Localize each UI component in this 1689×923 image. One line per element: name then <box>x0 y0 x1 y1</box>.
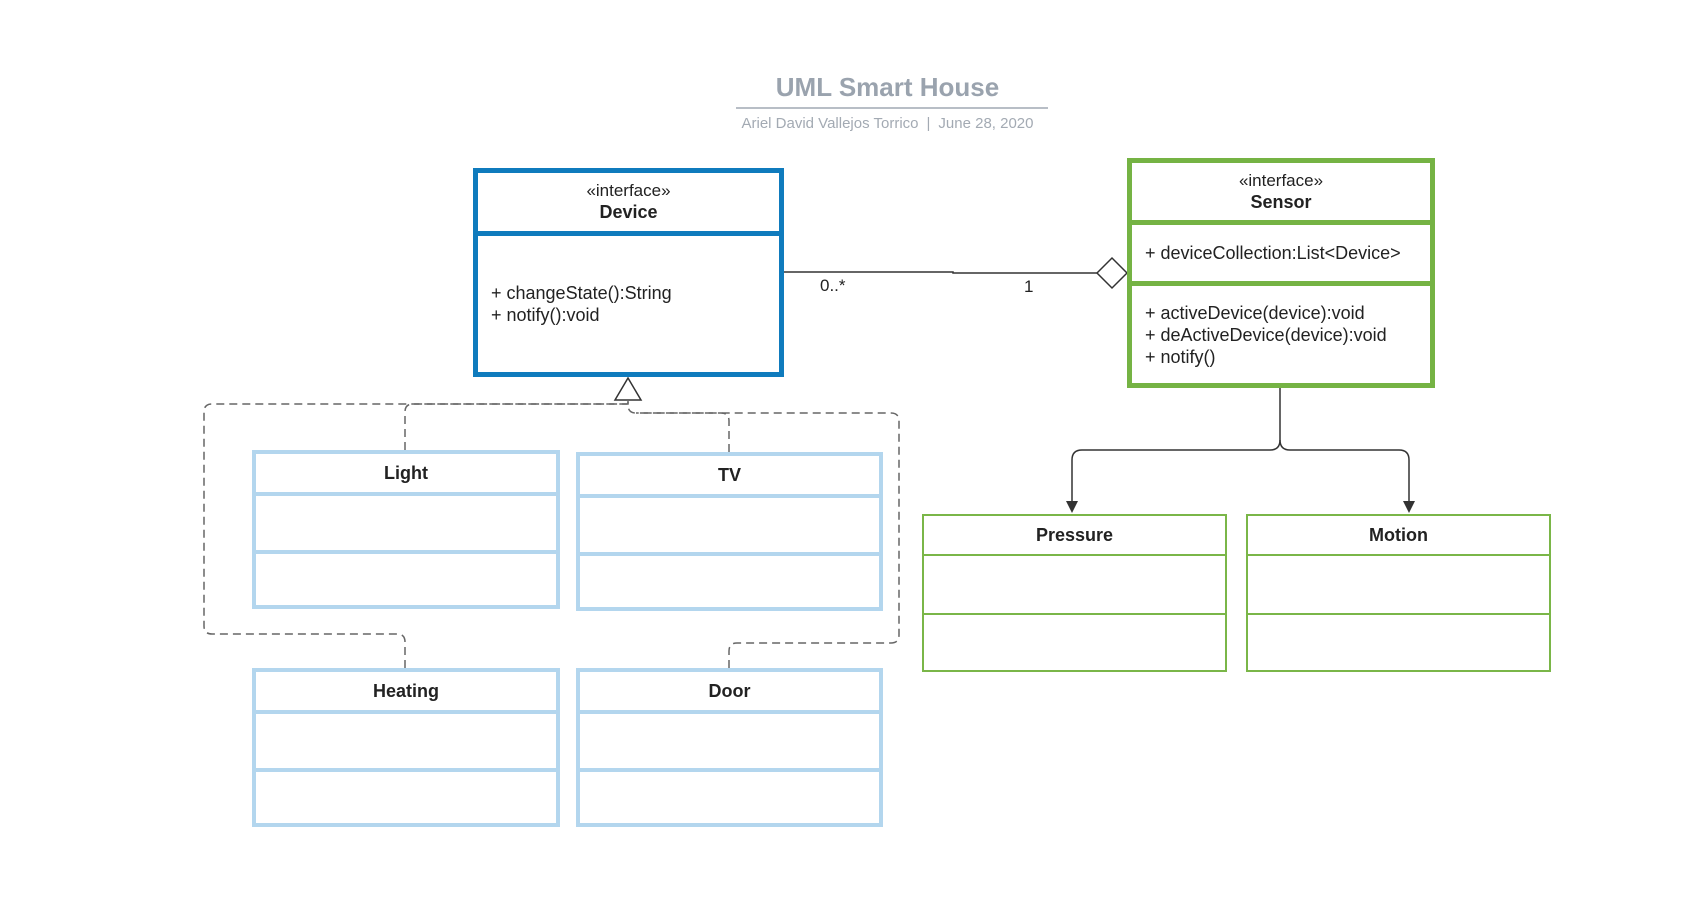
class-heating-header: Heating <box>256 672 556 710</box>
subtitle-separator: | <box>926 115 931 132</box>
class-door-header: Door <box>580 672 879 710</box>
class-motion-name: Motion <box>1369 525 1428 545</box>
class-motion-methods <box>1248 613 1549 670</box>
class-motion-header: Motion <box>1248 516 1549 554</box>
class-heating-methods <box>256 768 556 823</box>
class-light-methods <box>256 550 556 605</box>
class-sensor-stereotype: «interface» <box>1238 170 1324 190</box>
diagram-date: June 28, 2020 <box>938 115 1034 132</box>
realization-door <box>636 412 900 668</box>
class-device-method: + notify():void <box>491 305 600 325</box>
class-tv[interactable]: TV <box>576 452 883 611</box>
class-tv-name: TV <box>717 465 741 485</box>
diagram-title: UML Smart House <box>775 72 1000 102</box>
sensor-to-pressure <box>1066 388 1281 513</box>
class-sensor-attributes: + deviceCollection:List<Device> <box>1132 220 1430 281</box>
class-heating-name: Heating <box>372 681 439 701</box>
class-tv-methods <box>580 552 879 607</box>
class-pressure-methods <box>924 613 1225 670</box>
class-device-stereotype: «interface» <box>586 181 671 200</box>
class-sensor-method: + notify() <box>1145 346 1216 367</box>
class-door[interactable]: Door <box>576 668 883 827</box>
class-sensor[interactable]: «interface» Sensor + deviceCollection:Li… <box>1127 158 1435 388</box>
realization-light <box>404 400 629 450</box>
title-underline <box>736 107 1048 109</box>
class-pressure-name: Pressure <box>1035 525 1114 545</box>
sensor-to-motion <box>1279 439 1415 513</box>
class-pressure-header: Pressure <box>924 516 1225 554</box>
class-device-name: Device <box>599 202 658 222</box>
class-heating[interactable]: Heating <box>252 668 560 827</box>
class-device[interactable]: «interface» Device + changeState():Strin… <box>473 168 784 377</box>
multiplicity-sensor: 1 <box>1024 277 1034 296</box>
class-motion-attributes <box>1248 554 1549 613</box>
class-motion[interactable]: Motion <box>1246 514 1551 672</box>
class-device-methods: + changeState():String + notify():void <box>478 231 779 372</box>
realization-triangle <box>613 376 643 401</box>
class-sensor-attribute: + deviceCollection:List<Device> <box>1145 243 1401 263</box>
class-light-header: Light <box>256 454 556 492</box>
class-light-attributes <box>256 492 556 550</box>
class-sensor-method: + activeDevice(device):void <box>1145 302 1365 323</box>
class-device-method: + changeState():String <box>491 283 672 303</box>
author-name: Ariel David Vallejos Torrico <box>741 115 919 132</box>
diagram-subtitle: Ariel David Vallejos Torrico | June 28, 20… <box>0 115 1689 132</box>
realization-tv <box>627 400 730 452</box>
class-heating-attributes <box>256 710 556 768</box>
class-sensor-methods: + activeDevice(device):void + deActiveDe… <box>1132 281 1430 383</box>
class-pressure-attributes <box>924 554 1225 613</box>
class-sensor-header: «interface» Sensor <box>1132 163 1430 220</box>
class-pressure[interactable]: Pressure <box>922 514 1227 672</box>
aggregation-line <box>784 271 1097 274</box>
class-light[interactable]: Light <box>252 450 560 609</box>
class-door-methods <box>580 768 879 823</box>
class-tv-attributes <box>580 494 879 552</box>
class-door-name: Door <box>708 681 751 701</box>
class-device-header: «interface» Device <box>478 173 779 231</box>
class-door-attributes <box>580 710 879 768</box>
class-sensor-name: Sensor <box>1250 191 1312 212</box>
multiplicity-device: 0..* <box>820 276 846 295</box>
class-light-name: Light <box>384 463 428 483</box>
class-sensor-method: + deActiveDevice(device):void <box>1145 324 1387 345</box>
aggregation-diamond <box>1095 256 1129 290</box>
class-tv-header: TV <box>580 456 879 494</box>
realization-heating <box>203 403 628 668</box>
